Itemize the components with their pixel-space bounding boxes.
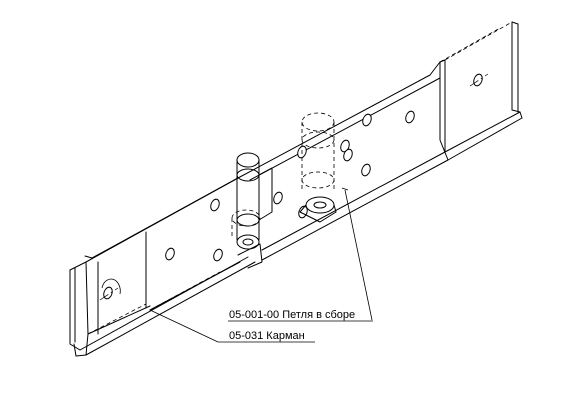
callout-pocket: 05-031 Карман — [229, 330, 305, 342]
hinge-plate — [237, 21, 523, 261]
hinge-plate-holes — [273, 73, 483, 219]
pocket-holes — [101, 198, 223, 300]
hinge-knuckle-hidden — [231, 112, 337, 238]
pocket-plate — [69, 177, 256, 357]
leader-lines — [149, 187, 373, 343]
center-lines — [99, 73, 489, 301]
callout-hinge-assembly: 05-001-00 Петля в сборе — [229, 309, 355, 321]
hinge-knuckle-front — [236, 152, 273, 269]
